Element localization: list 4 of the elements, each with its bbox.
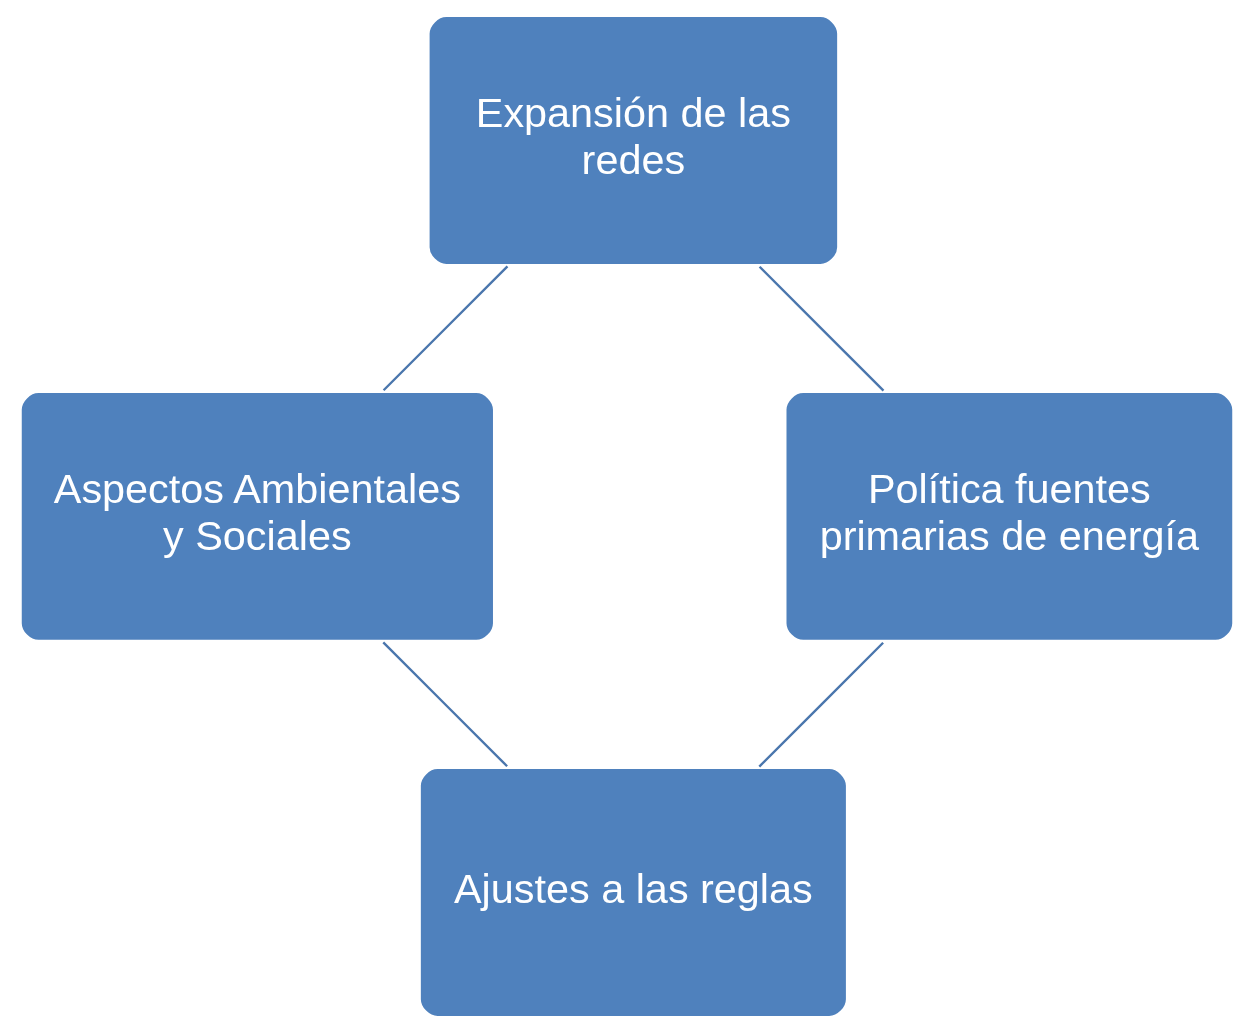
connector (382, 265, 509, 392)
connector (758, 265, 885, 392)
connector (758, 641, 884, 768)
connector (382, 641, 508, 768)
